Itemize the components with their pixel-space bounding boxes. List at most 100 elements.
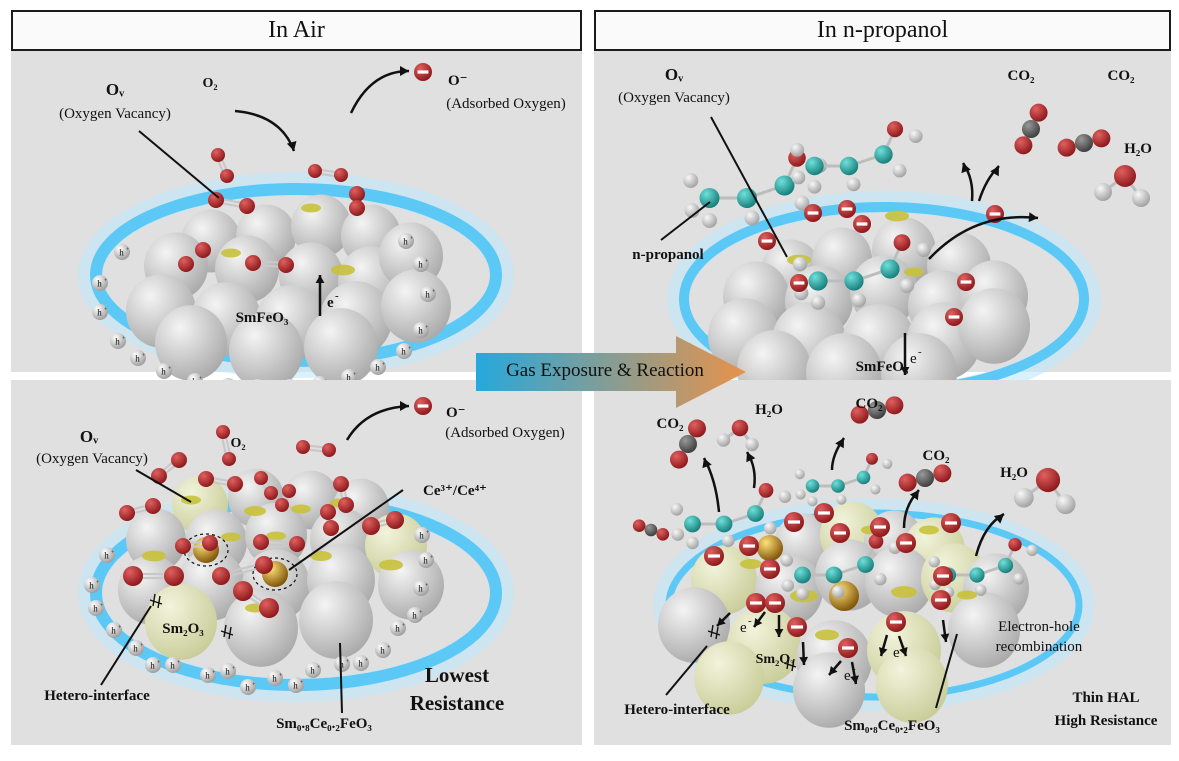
hydrogen-atom (795, 489, 806, 500)
oxygen-atom (175, 538, 191, 554)
electron-flow-arrow-head-icon (900, 367, 910, 375)
oxygen-atom (259, 598, 279, 618)
oxygen-atom (898, 473, 917, 492)
hole-carrier (106, 622, 122, 638)
hydrogen-atom (794, 195, 810, 211)
carbon-atom (1022, 120, 1040, 138)
hole-label: h (97, 279, 102, 289)
oxygen-atom (233, 581, 253, 601)
adsorbed-oxygen-label: (Adsorbed Oxygen) (445, 425, 565, 441)
ionization-arrow-head-icon (400, 401, 409, 411)
arrow-shape (476, 336, 746, 408)
oxygen-atom (333, 476, 349, 492)
minus-sign-icon (769, 601, 781, 605)
oxygen-atom (164, 566, 184, 586)
heterojunction-symbol-icon (220, 624, 234, 640)
minus-sign-icon (793, 281, 805, 285)
hydrogen-atom (882, 458, 893, 469)
minus-sign-icon (841, 207, 853, 211)
lattice-sphere (224, 589, 298, 667)
propanol-carbon-atom (997, 557, 1014, 574)
hole-carrier (396, 343, 412, 359)
oxygen-atom (308, 164, 322, 178)
hole-carrier (413, 580, 429, 596)
oxygen-atom (1114, 165, 1136, 187)
hole-label: h (358, 659, 363, 669)
hydrogen-atom (792, 257, 808, 272)
hole-superscript: + (104, 307, 108, 313)
electron-transfer-arrow-head-icon (774, 629, 784, 637)
hydrogen-atom (807, 496, 818, 507)
hole-superscript: + (425, 583, 429, 589)
hole-carrier (220, 663, 236, 679)
minus-sign-icon (417, 70, 429, 74)
minus-sign-icon (900, 541, 912, 545)
hole-superscript: + (419, 610, 423, 616)
hole-superscript: + (382, 362, 386, 368)
hole-superscript: + (118, 625, 122, 631)
hole-carrier (92, 304, 108, 320)
hole-carrier (418, 552, 434, 568)
hole-label: h (310, 666, 315, 676)
oxygen-atom (245, 255, 261, 271)
electron-transfer-arrow-head-icon (899, 646, 908, 656)
oxygen-atom (1035, 467, 1061, 493)
oxygen-atom (1057, 138, 1076, 157)
hole-superscript: + (232, 666, 236, 672)
heterojunction-symbol-icon (149, 593, 163, 609)
minus-sign-icon (856, 222, 868, 226)
hydrogen-atom (721, 534, 735, 548)
header-in-n-propanol: In n-propanol (594, 10, 1171, 51)
oxygen-vacancy-spot (181, 495, 201, 505)
hole-label: h (375, 363, 380, 373)
propanol-carbon-atom (715, 515, 733, 533)
ce-ion (829, 581, 859, 611)
sm2o3-sphere (694, 641, 764, 715)
ov-description-label: (Oxygen Vacancy) (618, 90, 730, 106)
oxygen-atom (253, 534, 269, 550)
oxygen-atom (386, 511, 404, 529)
hole-carrier (267, 670, 283, 686)
minus-sign-icon (890, 620, 902, 624)
hole-superscript: + (432, 289, 436, 295)
propanol-carbon-atom (839, 156, 859, 176)
oxygen-atom (222, 452, 236, 466)
minus-sign-icon (818, 511, 830, 515)
oxygen-vacancy-spot (301, 203, 321, 213)
electron-hole-recombination-label-line1: Electron-hole (998, 619, 1080, 635)
hole-label: h (401, 347, 406, 357)
hydrogen-atom (870, 484, 881, 495)
oxygen-atom (216, 425, 230, 439)
electron-transfer-arrow-head-icon (850, 675, 859, 684)
hydrogen-atom (975, 584, 987, 596)
gas-exposure-arrow (476, 336, 746, 408)
minus-sign-icon (743, 544, 755, 548)
oxygen-atom (275, 498, 289, 512)
hole-label: h (395, 624, 400, 634)
oxygen-atom (296, 440, 310, 454)
propanol-carbon-atom (808, 271, 828, 291)
oxygen-atom (1008, 537, 1022, 552)
oxygen-vacancy-spot (379, 559, 403, 571)
oxygen-vacancy-spot (221, 248, 241, 258)
hydrogen-atom (1026, 544, 1038, 556)
oxygen-vacancy-spot (310, 551, 332, 561)
hole-label: h (161, 367, 166, 377)
ov-leader-line (138, 130, 220, 199)
carbon-atom (1075, 134, 1093, 152)
co2-release-arrow-a-head-icon (702, 458, 712, 469)
diagram-smfeo3-air: h+h+h+h+h+h+h+h+h+h+h+h+h+h+h+h+h+h+Oᵥ(O… (59, 63, 566, 395)
carbon-atom (679, 435, 697, 453)
electron-transfer-arrow-head-icon (829, 666, 838, 675)
hole-carrier (334, 656, 350, 672)
hole-label: h (425, 290, 430, 300)
hole-label: h (170, 661, 175, 671)
material-label: SmFeO₃ (856, 359, 909, 375)
ce-leader-line (288, 489, 404, 571)
hole-carrier (128, 640, 144, 656)
hydrogen-atom (1013, 487, 1034, 508)
hetero-leader-line (665, 645, 708, 696)
hole-carrier (370, 359, 386, 375)
propanol-carbon-atom (794, 566, 811, 584)
